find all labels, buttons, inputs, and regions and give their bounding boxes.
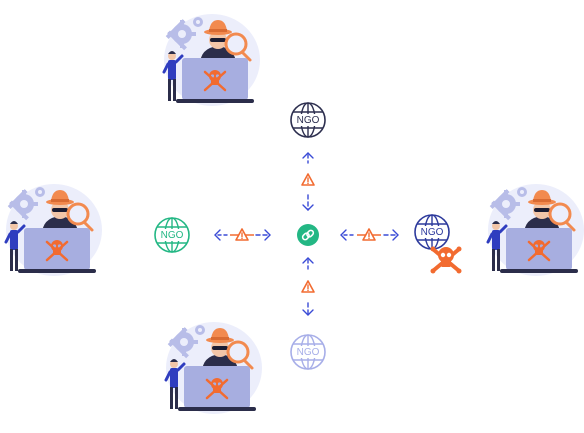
connection-vertical-top xyxy=(302,152,314,211)
hacker-illustration-right xyxy=(486,182,584,278)
hacker-illustration-top xyxy=(162,12,262,108)
ngo-label-bottom: NGO xyxy=(297,347,320,358)
hacker-illustration-left xyxy=(4,182,104,278)
warning-icon-left xyxy=(230,228,254,241)
ngo-globe-right: NGO xyxy=(414,214,450,250)
ngo-globe-top: NGO xyxy=(290,102,326,138)
ngo-label-top: NGO xyxy=(297,115,320,126)
warning-icon-bottom xyxy=(301,280,315,293)
ngo-label-right: NGO xyxy=(421,227,444,238)
ngo-globe-left: NGO xyxy=(154,217,190,253)
hacker-illustration-bottom xyxy=(164,320,264,416)
warning-icon-top xyxy=(301,173,315,186)
hub-link-icon xyxy=(297,224,319,246)
connection-horizontal-left xyxy=(214,229,271,241)
skull-icon xyxy=(430,246,462,274)
connection-horizontal-right xyxy=(340,229,399,241)
connection-vertical-bottom xyxy=(302,257,314,316)
ngo-globe-bottom: NGO xyxy=(290,334,326,370)
warning-icon-right xyxy=(357,228,381,241)
ngo-label-left: NGO xyxy=(161,230,184,241)
